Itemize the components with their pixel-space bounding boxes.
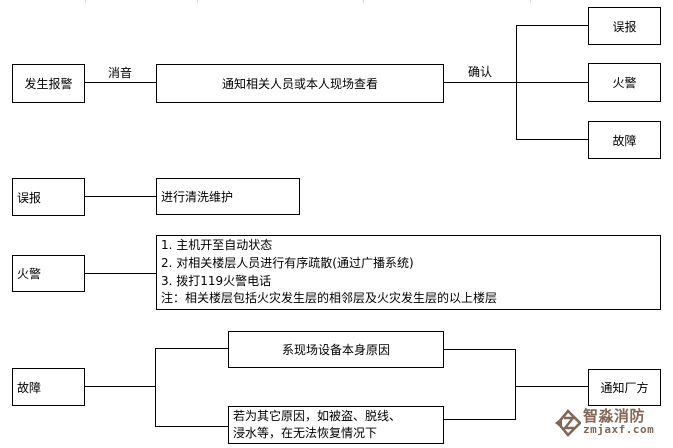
logo-brand-text: 智淼消防 <box>583 407 646 425</box>
logo-domain-text: zmjaxf.com <box>583 423 655 436</box>
connector-to-false-alarm <box>516 25 588 26</box>
page-tick-mark <box>197 0 198 3</box>
connector-notify-vendor <box>515 386 588 387</box>
page-tick-mark <box>85 0 86 3</box>
node-outcome-false-alarm: 误报 <box>588 7 661 45</box>
connector-other-case <box>155 426 228 427</box>
node-notify-check-label: 通知相关人员或本人现场查看 <box>221 77 378 91</box>
connector-other-merge <box>444 419 516 420</box>
node-fire-procedure: 1. 主机开至自动状态 2. 对相关楼层人员进行有序疏散(通过广播系统) 3. … <box>156 235 661 310</box>
node-outcome-fault: 故障 <box>588 121 661 159</box>
node-outcome-false-alarm-label: 误报 <box>612 19 637 34</box>
node-other-cause: 若为其它原因，如被盗、脱线、 浸水等，在无法恢复情况下 <box>228 406 444 444</box>
connector-silence <box>85 82 156 83</box>
node-notify-vendor-label: 通知厂方 <box>600 381 649 395</box>
fire-step-1: 1. 主机开至自动状态 <box>161 238 273 252</box>
other-cause-line-2: 浸水等，在无法恢复情况下 <box>233 426 378 440</box>
watermark-logo: 智淼消防 zmjaxf.com <box>554 408 654 441</box>
node-alarm-occurs-label: 发生报警 <box>24 77 73 91</box>
node-cleaning-maintenance-label: 进行清洗维护 <box>161 190 234 204</box>
connector-fault-branch <box>85 386 156 387</box>
node-alarm-occurs: 发生报警 <box>12 64 85 103</box>
connector-false-alarm-action <box>85 196 156 197</box>
node-false-alarm-label: 误报 <box>17 190 42 205</box>
fire-step-note: 注：相关楼层包括火灾发生层的相邻层及火灾发生层的以上楼层 <box>161 291 498 306</box>
node-notify-vendor: 通知厂方 <box>588 369 661 406</box>
node-outcome-fault-label: 故障 <box>612 133 637 148</box>
connector-to-fire <box>516 82 588 83</box>
node-notify-check: 通知相关人员或本人现场查看 <box>156 64 444 103</box>
node-fire: 火警 <box>12 255 85 292</box>
fault-branch-vertical-line <box>155 348 156 427</box>
fire-step-2: 2. 对相关楼层人员进行有序疏散(通过广播系统) <box>161 255 414 270</box>
page-tick-mark <box>363 0 364 3</box>
connector-fire-steps <box>85 273 156 274</box>
node-equipment-cause: 系现场设备本身原因 <box>228 331 444 368</box>
node-outcome-fire: 火警 <box>588 63 661 102</box>
edge-label-silence: 消音 <box>107 66 132 80</box>
node-fault-label: 故障 <box>17 380 42 395</box>
node-outcome-fire-label: 火警 <box>612 76 637 90</box>
connector-confirm <box>444 82 517 83</box>
node-equipment-cause-label: 系现场设备本身原因 <box>281 343 390 357</box>
connector-to-fault <box>516 139 588 140</box>
edge-label-confirm: 确认 <box>467 65 492 79</box>
fire-step-3: 3. 拨打119火警电话 <box>161 273 272 288</box>
connector-equipment-merge <box>444 349 516 350</box>
page-tick-mark <box>530 0 531 3</box>
merge-vertical-line <box>515 349 516 420</box>
other-cause-line-1: 若为其它原因，如被盗、脱线、 <box>233 409 402 423</box>
node-cleaning-maintenance: 进行清洗维护 <box>156 178 300 215</box>
diamond-bolt-logo-icon <box>554 408 582 441</box>
node-false-alarm: 误报 <box>12 178 85 216</box>
connector-equipment-case <box>155 348 228 349</box>
node-fault: 故障 <box>12 368 85 406</box>
node-fire-label: 火警 <box>17 267 42 281</box>
